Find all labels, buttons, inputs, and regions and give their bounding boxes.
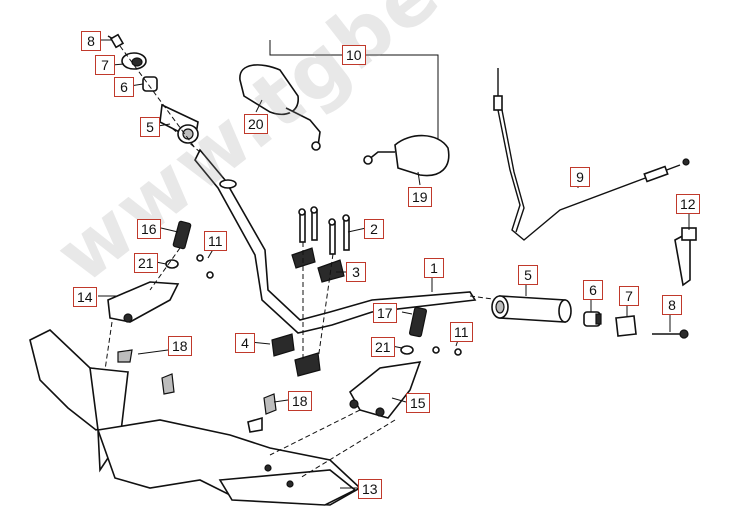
callout-part-14[interactable]: 14: [73, 287, 97, 307]
clamp-parts: [271, 206, 350, 377]
callout-part-21-right[interactable]: 21: [371, 337, 395, 357]
callout-part-1[interactable]: 1: [424, 258, 444, 278]
callout-part-21[interactable]: 21: [134, 253, 158, 273]
callout-part-4[interactable]: 4: [235, 333, 255, 353]
callout-part-17[interactable]: 17: [373, 303, 397, 323]
right-grip-assembly: [491, 295, 689, 339]
callout-part-16[interactable]: 16: [137, 219, 161, 239]
callout-part-8-right[interactable]: 8: [662, 295, 682, 315]
callout-part-5[interactable]: 5: [140, 117, 160, 137]
callout-part-13[interactable]: 13: [358, 479, 382, 499]
callout-part-6[interactable]: 6: [114, 77, 134, 97]
callout-part-2[interactable]: 2: [364, 219, 384, 239]
throttle-cable: [493, 68, 690, 241]
callout-part-12[interactable]: 12: [676, 194, 700, 214]
left-grip-assembly: [107, 33, 199, 149]
callout-part-8[interactable]: 8: [81, 31, 101, 51]
callout-part-11[interactable]: 11: [204, 231, 227, 251]
callout-part-18[interactable]: 18: [168, 336, 192, 356]
callout-part-5-right[interactable]: 5: [518, 265, 538, 285]
callout-part-11-right[interactable]: 11: [450, 322, 473, 342]
mount-brackets: [107, 220, 462, 419]
cable-bracket: [674, 227, 697, 287]
callout-part-10[interactable]: 10: [342, 45, 366, 65]
callout-part-6-right[interactable]: 6: [583, 280, 603, 300]
mirror-assembly: [239, 40, 450, 177]
callout-part-3[interactable]: 3: [346, 262, 366, 282]
callout-part-9[interactable]: 9: [570, 167, 590, 187]
callout-part-15[interactable]: 15: [406, 393, 430, 413]
leader-lines: [98, 39, 690, 489]
callout-part-7[interactable]: 7: [95, 55, 115, 75]
callout-part-19[interactable]: 19: [408, 187, 432, 207]
callout-part-20[interactable]: 20: [244, 114, 268, 134]
callout-part-18-lower[interactable]: 18: [288, 391, 312, 411]
callout-part-7-right[interactable]: 7: [619, 286, 639, 306]
front-cover: [29, 321, 396, 506]
